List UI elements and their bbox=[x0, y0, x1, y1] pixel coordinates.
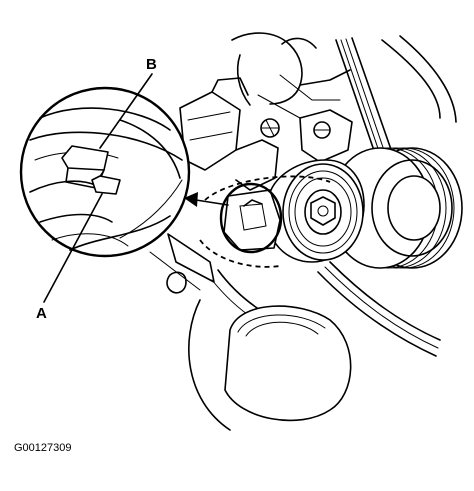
leader-line-a bbox=[43, 193, 103, 303]
engine-block-outline bbox=[179, 32, 353, 191]
figure-code: G00127309 bbox=[14, 442, 72, 454]
mounting-bolt bbox=[313, 121, 331, 139]
magnified-detail-view bbox=[19, 86, 191, 258]
hidden-outline bbox=[204, 175, 331, 201]
tensioner-pulley bbox=[267, 159, 365, 263]
leader-line-b bbox=[99, 73, 153, 149]
detail-highlight-circle bbox=[219, 182, 283, 254]
pulley-bolt bbox=[310, 196, 336, 226]
mounting-bolt bbox=[260, 118, 280, 138]
pointer-mark bbox=[91, 175, 121, 195]
callout-label-a: A bbox=[36, 305, 47, 322]
lower-pulley bbox=[188, 299, 352, 431]
tensioner-arm bbox=[223, 189, 281, 251]
detail-arrow bbox=[184, 192, 229, 207]
indicator-tab bbox=[61, 145, 109, 171]
lower-bracket bbox=[149, 233, 215, 294]
callout-label-b: B bbox=[146, 56, 157, 73]
